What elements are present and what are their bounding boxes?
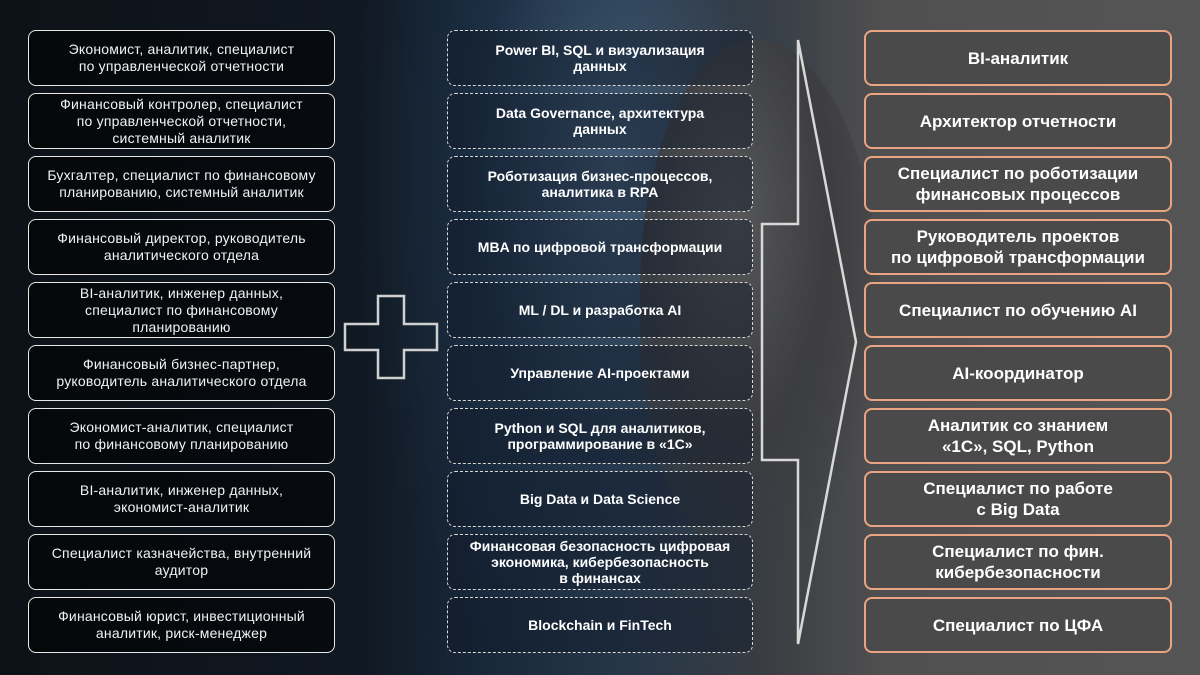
skill-box: Big Data и Data Science	[447, 471, 753, 527]
future-role-box: Специалист по фин.кибербезопасности	[864, 534, 1172, 590]
future-role-box: Аналитик со знанием«1С», SQL, Python	[864, 408, 1172, 464]
skill-box: Python и SQL для аналитиков,программиров…	[447, 408, 753, 464]
current-role-box: BI-аналитик, инженер данных,специалист п…	[28, 282, 335, 338]
future-role-box: Специалист по обучению AI	[864, 282, 1172, 338]
skill-box: Управление AI-проектами	[447, 345, 753, 401]
future-role-box: AI-координатор	[864, 345, 1172, 401]
current-role-box: BI-аналитик, инженер данных,экономист-ан…	[28, 471, 335, 527]
plus-icon	[343, 294, 439, 380]
future-role-box: BI-аналитик	[864, 30, 1172, 86]
future-role-box: Специалист по ЦФА	[864, 597, 1172, 653]
skill-box: Роботизация бизнес-процессов,аналитика в…	[447, 156, 753, 212]
skill-box: MBA по цифровой трансформации	[447, 219, 753, 275]
chevron-right-arrow-icon	[760, 39, 858, 645]
skill-box: ML / DL и разработка AI	[447, 282, 753, 338]
skill-box: Blockchain и FinTech	[447, 597, 753, 653]
future-role-box: Архитектор отчетности	[864, 93, 1172, 149]
current-role-box: Финансовый бизнес-партнер,руководитель а…	[28, 345, 335, 401]
